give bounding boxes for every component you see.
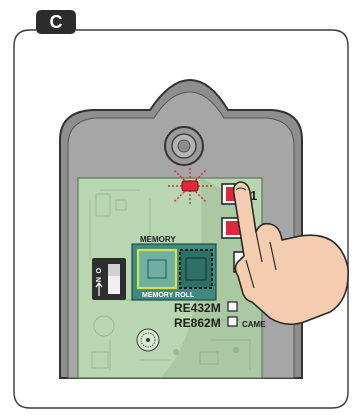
model-a-label: RE432M bbox=[174, 301, 221, 315]
model-b-label: RE862M bbox=[174, 316, 221, 330]
memory-roll-label: MEMORY ROLL bbox=[142, 292, 195, 299]
dip-switch: O N bbox=[92, 258, 126, 300]
housing-button-icon bbox=[165, 127, 203, 165]
panel-letter-badge: C bbox=[36, 10, 76, 34]
memory-label: MEMORY bbox=[140, 235, 176, 244]
switch-letter-n: N bbox=[94, 277, 101, 282]
brand-label: CAME bbox=[242, 320, 266, 329]
panel-letter: C bbox=[50, 12, 63, 32]
memory-roll-module: MEMORY ROLL bbox=[132, 244, 216, 300]
came-seal bbox=[137, 329, 159, 351]
switch-letter-o: O bbox=[94, 268, 101, 274]
